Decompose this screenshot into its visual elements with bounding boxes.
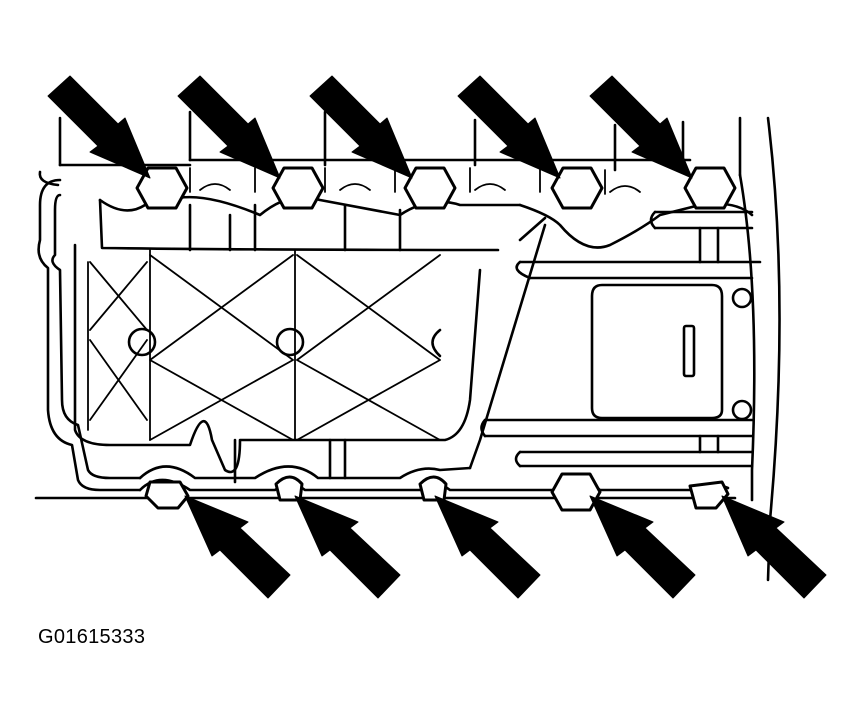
bottom-arrows <box>184 495 827 599</box>
bottom-bolts <box>144 472 730 512</box>
arrow-top-2 <box>177 75 281 179</box>
top-bolt-3 <box>403 166 457 210</box>
bottom-bolt-5 <box>688 480 730 510</box>
arrow-top-1 <box>47 75 151 179</box>
bottom-bolt-2 <box>274 475 304 502</box>
oil-pan <box>34 178 762 500</box>
arrow-top-4 <box>457 75 561 179</box>
arrow-bottom-5 <box>721 495 827 599</box>
arrow-bottom-2 <box>294 495 401 599</box>
bottom-bolt-1 <box>144 480 190 510</box>
arrow-top-3 <box>309 75 413 179</box>
top-bolt-5 <box>683 166 737 210</box>
top-bolts <box>135 166 737 210</box>
arrow-bottom-3 <box>434 495 541 599</box>
bottom-bolt-4 <box>550 472 602 512</box>
engine-block-right <box>738 116 781 582</box>
figure-code: G01615333 <box>38 626 146 648</box>
arrow-bottom-4 <box>589 495 696 599</box>
arrow-top-5 <box>589 75 693 179</box>
top-bolt-2 <box>271 166 325 210</box>
engine-block-upper <box>38 110 742 195</box>
top-bolt-4 <box>550 166 604 210</box>
arrow-bottom-1 <box>184 495 291 599</box>
top-arrows <box>47 75 693 179</box>
bottom-bolt-3 <box>418 475 448 502</box>
